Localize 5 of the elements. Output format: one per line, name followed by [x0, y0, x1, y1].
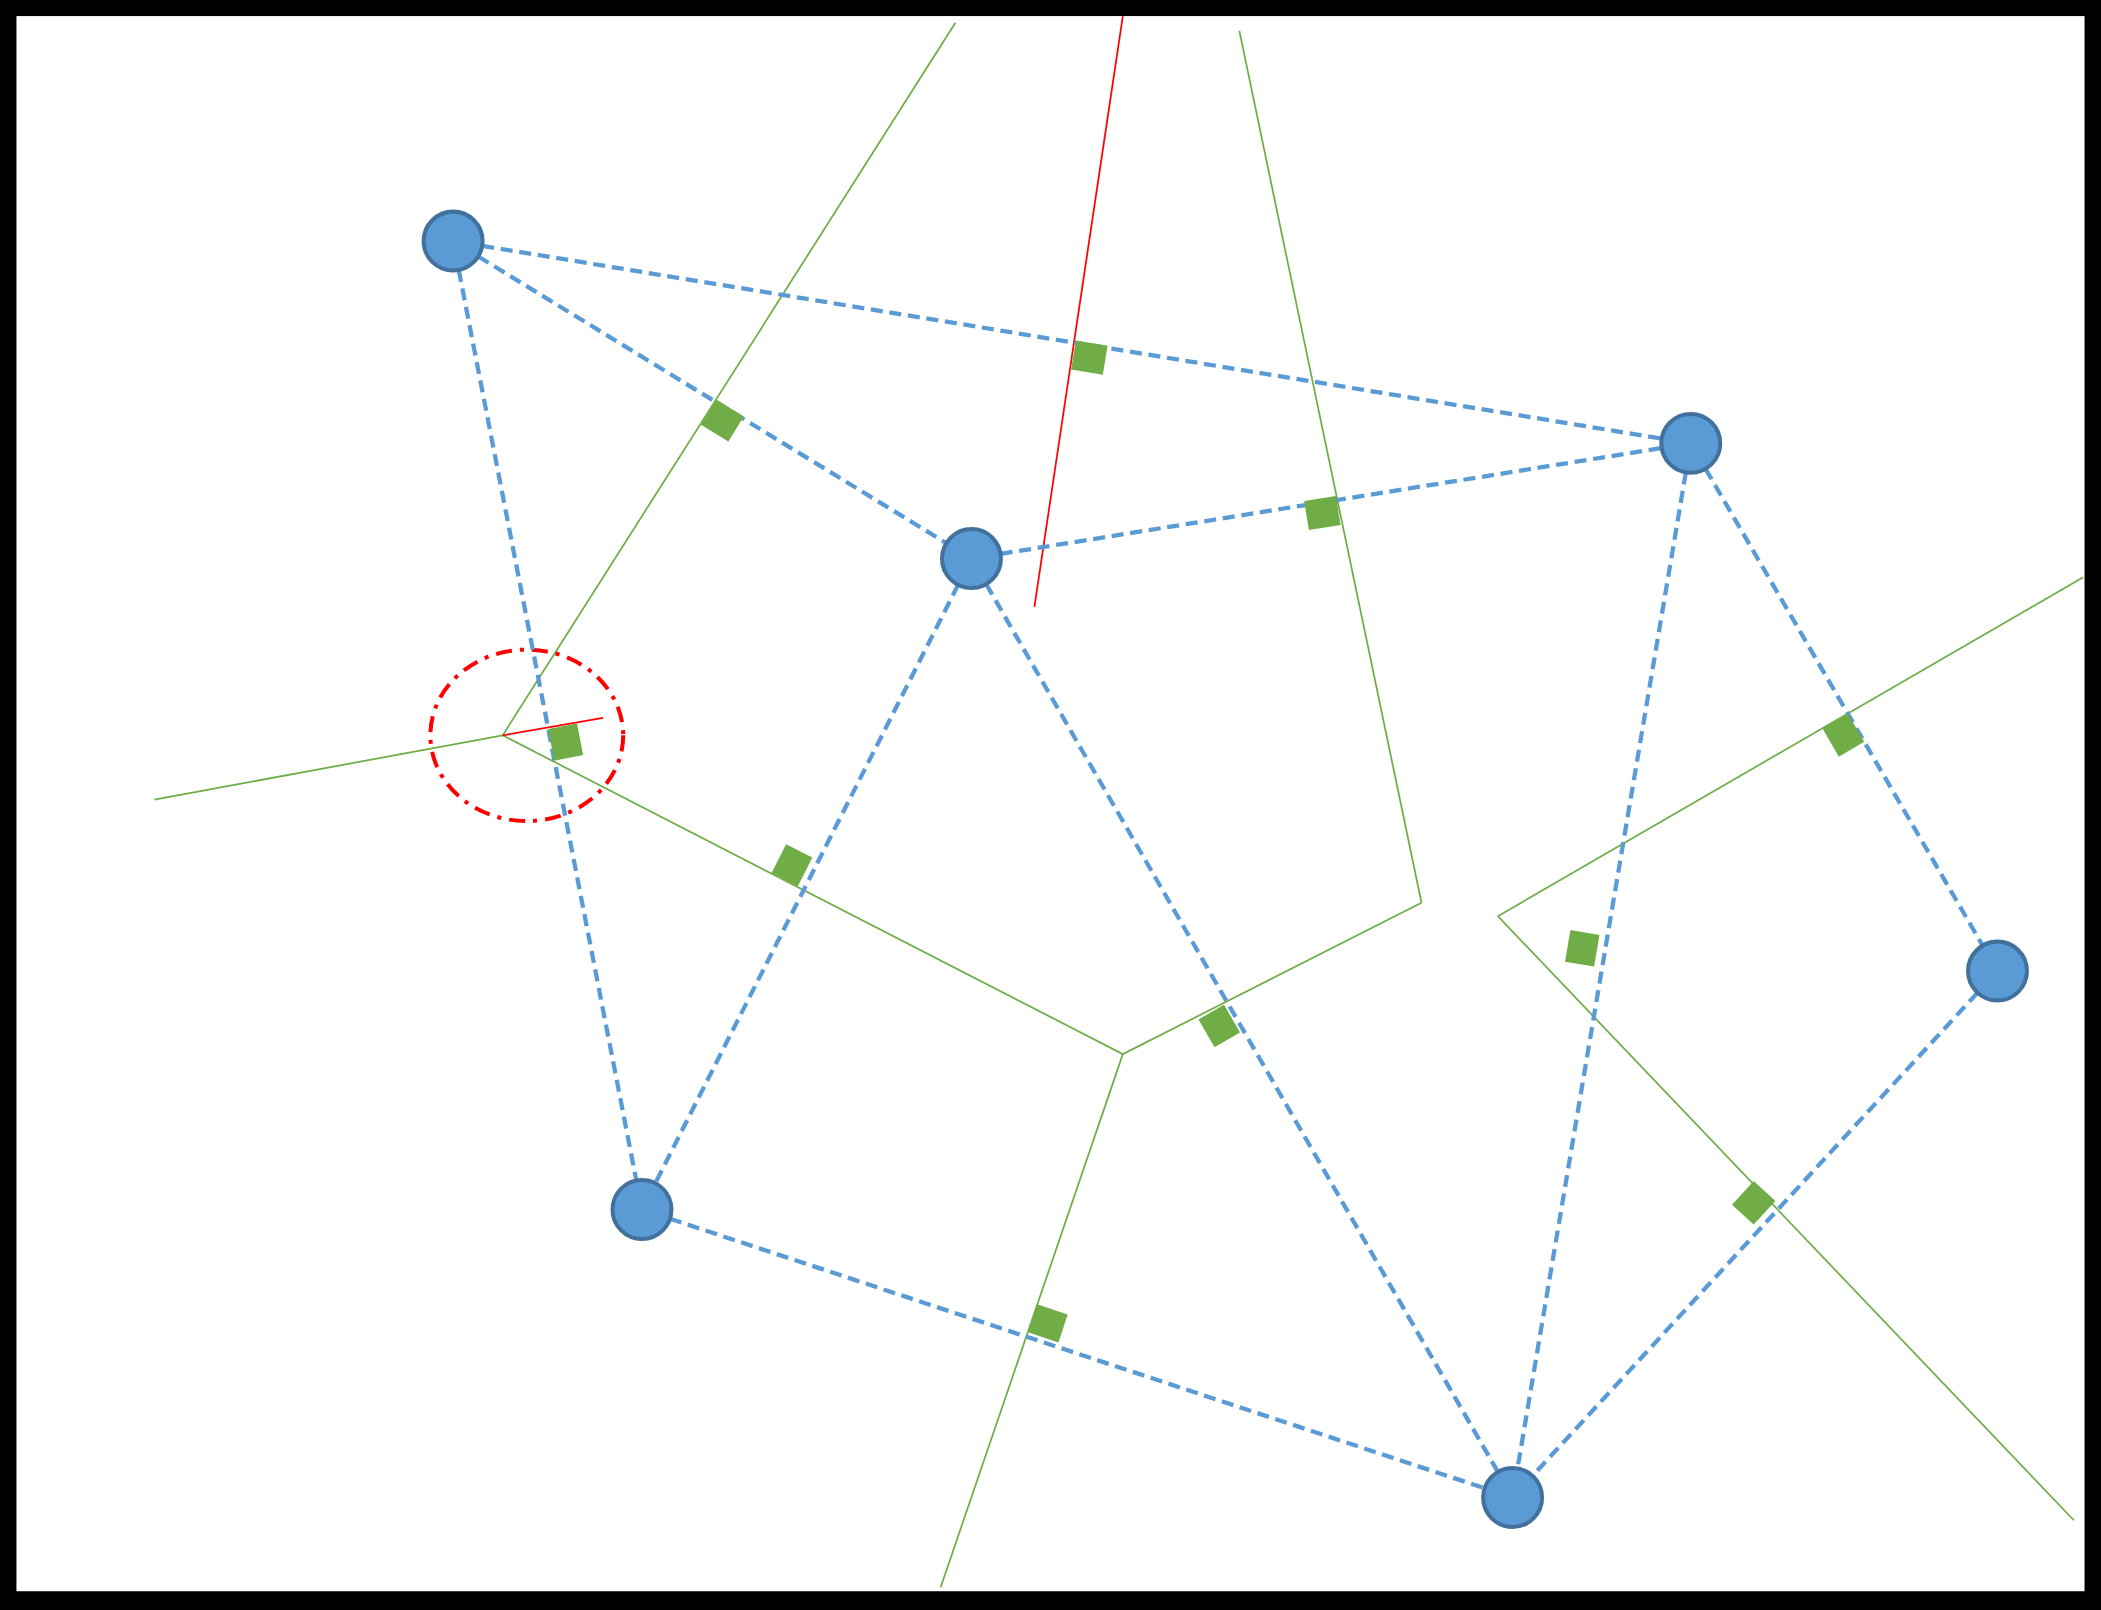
node-circle	[1659, 411, 1723, 475]
node-circle	[421, 209, 485, 273]
connection-line	[477, 254, 948, 545]
connection-line	[984, 583, 1500, 1474]
connection-line	[1703, 467, 1985, 947]
